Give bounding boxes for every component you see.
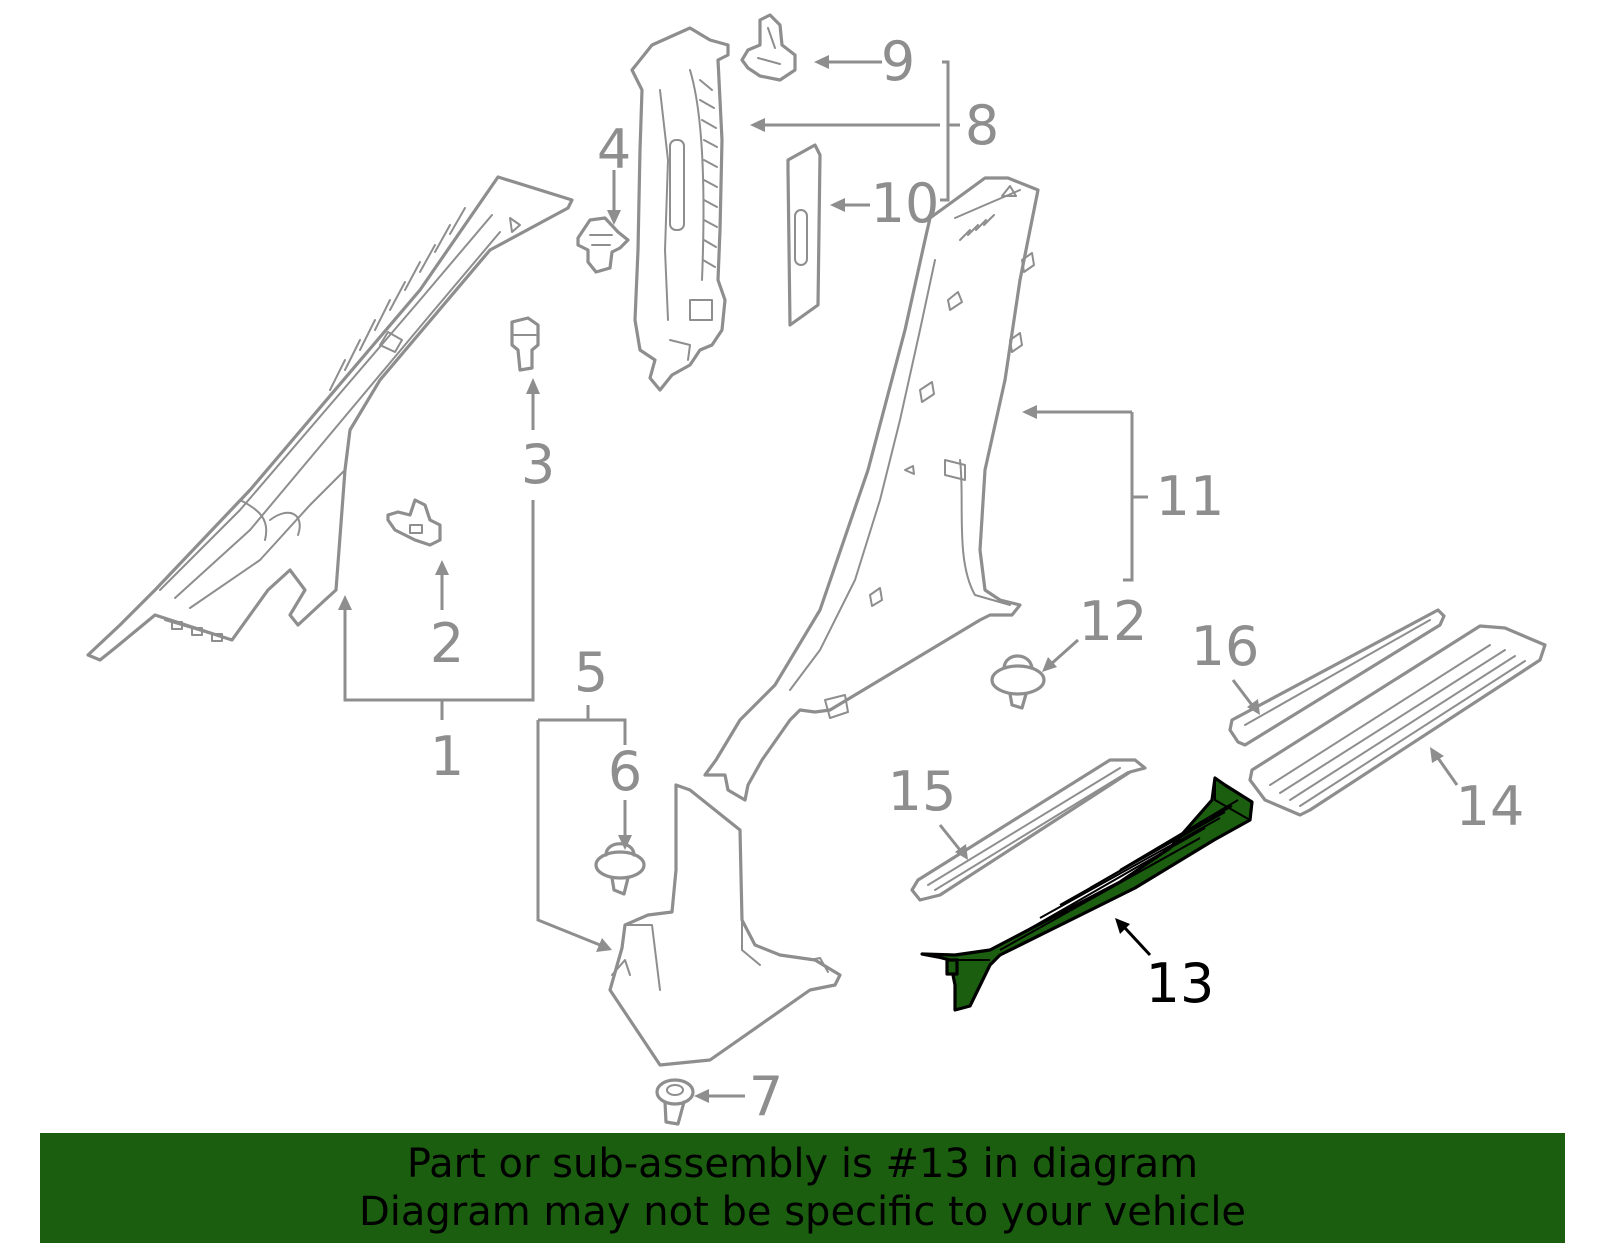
banner-line-part-number: Part or sub-assembly is #13 in diagram (406, 1141, 1199, 1187)
banner-line-disclaimer: Diagram may not be specific to your vehi… (358, 1189, 1247, 1235)
callout-1: 1 (430, 725, 464, 788)
part-15-sill-strip (910, 758, 1147, 902)
part-10-seal-strip (786, 143, 822, 327)
part-3-pin-clip (510, 316, 540, 372)
part-16-sill-strip (1228, 608, 1446, 747)
part-12-push-clip (990, 654, 1046, 710)
info-banner: Part or sub-assembly is #13 in diagram D… (40, 1133, 1565, 1243)
callout-15: 15 (888, 760, 957, 823)
callout-6: 6 (608, 740, 642, 803)
callout-8: 8 (965, 94, 999, 157)
part-11-b-pillar-lower-trim (703, 176, 1040, 802)
part-13-scuff-plate-highlighted (920, 776, 1254, 1012)
part-8-b-pillar-upper-trim (630, 26, 730, 392)
part-6-clip (594, 842, 646, 896)
callout-9: 9 (881, 30, 915, 93)
callout-10: 10 (871, 172, 940, 235)
part-7-clip (655, 1078, 695, 1126)
callout-12: 12 (1079, 590, 1148, 653)
callout-3: 3 (521, 433, 555, 496)
callout-14: 14 (1456, 775, 1525, 838)
leader-lines (338, 55, 1459, 1103)
callout-11: 11 (1156, 465, 1225, 528)
callout-13: 13 (1146, 952, 1215, 1015)
part-5-kick-panel (608, 783, 842, 1067)
part-4-retainer (576, 216, 630, 274)
callout-7: 7 (749, 1065, 783, 1128)
part-2-bracket-clip (386, 498, 442, 547)
callout-labels: 1 2 3 4 5 6 7 8 9 10 11 12 13 14 15 16 (430, 30, 1525, 1128)
callout-5: 5 (574, 641, 608, 704)
callout-16: 16 (1191, 615, 1260, 678)
part-9-clip (740, 13, 797, 82)
part-1-a-pillar-trim (86, 175, 574, 662)
callout-4: 4 (597, 118, 631, 181)
callout-2: 2 (430, 612, 464, 675)
part-14-sill-plate (1248, 624, 1547, 817)
